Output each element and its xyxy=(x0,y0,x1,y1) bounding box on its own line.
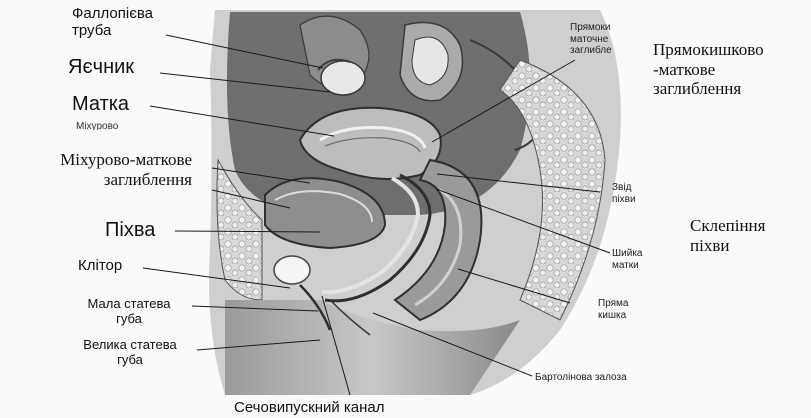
label-vaginal-fornix: Склепіння піхви xyxy=(690,216,765,255)
label-rectum: Пряма кишка xyxy=(598,298,629,321)
label-labia-majora: Велика статева губа xyxy=(70,338,190,368)
label-cervix: Шийка матки xyxy=(612,248,643,271)
label-vesicouterine-pouch: Міхурово-маткове заглиблення xyxy=(21,150,192,189)
label-rectouterine-large: Прямокишково -маткове заглиблення xyxy=(653,40,764,99)
label-ovary: Яєчник xyxy=(68,56,134,79)
label-labia-minora: Мала статева губа xyxy=(69,297,189,327)
label-uterus: Матка xyxy=(72,93,129,116)
label-clitoris: Клітор xyxy=(78,257,122,274)
label-cut-text: Міхурово xyxy=(76,121,118,130)
label-rectouterine-small: Прямоки маточне заглибле xyxy=(570,22,648,57)
label-vagina: Піхва xyxy=(105,219,155,242)
label-urethra: Сечовипускний канал xyxy=(234,399,385,416)
label-fallopian-tube: Фаллопієва труба xyxy=(72,5,153,40)
label-bartholin-gland: Бартолінова залоза xyxy=(535,372,627,384)
label-vaginal-vault: Звід піхви xyxy=(612,182,636,205)
